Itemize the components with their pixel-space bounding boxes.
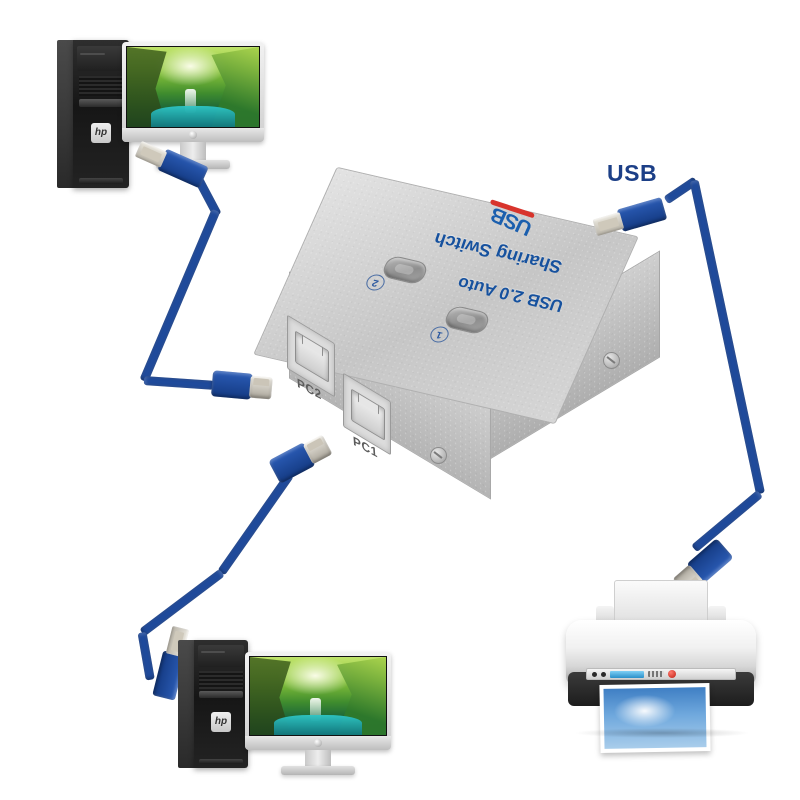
usb-callout-label: USB	[607, 160, 658, 186]
printer-power-button[interactable]	[668, 670, 676, 678]
tower-side	[178, 640, 194, 768]
cable-top-left-segment-2	[139, 208, 221, 383]
tower-panel-bar	[199, 691, 243, 698]
cable-right-segment-2	[689, 179, 765, 495]
tower-pc-bottom: hp	[178, 640, 248, 768]
monitor-top-neck	[180, 142, 206, 160]
cable-bottom-left-segment-2	[139, 568, 225, 637]
monitor-bottom-neck	[305, 750, 331, 768]
printer-indicator-1	[592, 671, 597, 677]
cable-bottom-left-segment-1	[217, 471, 294, 576]
usb-sharing-switch[interactable]: USB Sharing Switch USB 2.0 Auto 2 1 PC2 …	[253, 166, 665, 500]
screen-wallpaper	[250, 657, 386, 735]
tower-vent-grill	[199, 670, 243, 689]
monitor-chin	[122, 128, 264, 142]
printer	[556, 580, 766, 753]
plug-switch-pc2-usb-b	[210, 370, 273, 400]
monitor-screen	[126, 46, 260, 128]
tower-face: hp	[194, 640, 248, 768]
tower-drive-bays	[77, 45, 125, 72]
cable-bottom-left-segment-3	[137, 631, 155, 681]
tower-drive-bays	[198, 645, 244, 667]
cable-right-segment-3	[691, 490, 763, 553]
screen-wallpaper	[127, 47, 259, 127]
monitor-bezel	[122, 42, 264, 142]
tower-foot	[78, 177, 124, 184]
monitor-pc-top	[122, 42, 264, 142]
tower-vent-grill	[78, 75, 124, 97]
tower-foot	[199, 759, 243, 765]
printer-paper-tray	[614, 580, 708, 622]
printer-keypad-icon	[648, 671, 664, 677]
cable-top-left-segment-3	[143, 376, 215, 390]
screw-front	[430, 447, 447, 464]
monitor-bottom-base	[281, 766, 355, 775]
tower-pc-top: hp	[57, 40, 129, 188]
tower-face: hp	[73, 40, 129, 188]
tower-panel-bar	[78, 99, 124, 107]
monitor-bezel	[245, 652, 391, 750]
monitor-power-indicator	[189, 131, 197, 139]
printer-indicator-2	[601, 671, 606, 677]
screw-right	[603, 352, 620, 369]
monitor-power-indicator	[314, 739, 322, 747]
monitor-pc-bottom	[245, 652, 391, 750]
printer-control-panel[interactable]	[586, 668, 736, 680]
printer-lcd-icon	[610, 670, 644, 678]
monitor-chin	[245, 736, 391, 750]
hp-logo-icon: hp	[91, 122, 111, 143]
tower-side	[57, 40, 73, 188]
hp-logo-icon: hp	[211, 711, 231, 732]
printed-photo	[599, 683, 711, 753]
monitor-screen	[249, 656, 387, 736]
printer-shadow	[574, 728, 750, 738]
